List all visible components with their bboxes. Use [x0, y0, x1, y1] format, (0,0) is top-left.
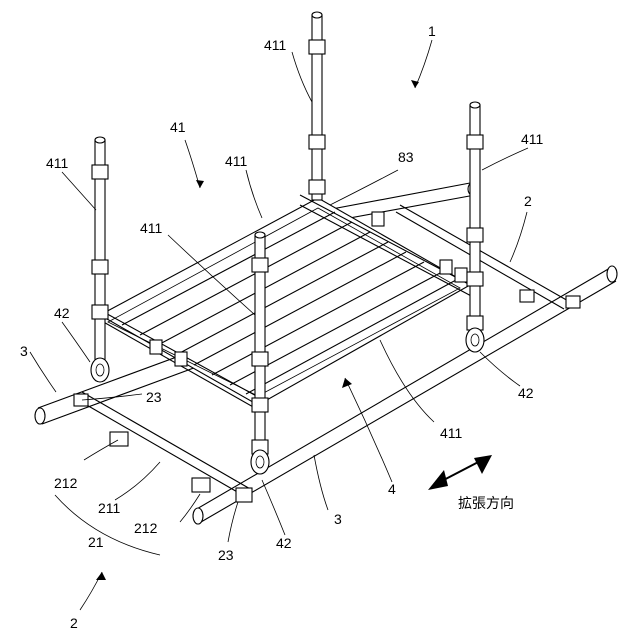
direction-arrow — [428, 455, 492, 490]
label-post-e: 411 — [140, 220, 163, 236]
label-base-b: 212 — [134, 520, 158, 536]
label-rail-front: 3 — [334, 511, 342, 527]
label-post-d: 411 — [225, 153, 248, 169]
post-right — [466, 102, 484, 352]
label-deck: 83 — [398, 149, 414, 165]
label-base-group: 21 — [88, 534, 104, 550]
post-left — [91, 137, 109, 382]
label-base-a: 212 — [54, 475, 78, 491]
label-post-b: 411 — [46, 155, 69, 171]
label-post-c: 411 — [521, 131, 544, 147]
label-frame-bottom: 2 — [70, 615, 78, 631]
label-caster-front: 42 — [276, 535, 292, 551]
label-bracket-b: 23 — [218, 547, 234, 563]
label-post-f: 411 — [440, 425, 463, 441]
base-frame — [74, 392, 252, 502]
label-assembly: 1 — [428, 23, 436, 39]
label-post-a: 411 — [264, 37, 287, 53]
label-caster-right: 42 — [518, 385, 534, 401]
label-extend-unit: 4 — [388, 481, 396, 497]
label-frame-right: 2 — [524, 193, 532, 209]
label-platform: 41 — [170, 119, 186, 135]
label-rail-left: 3 — [20, 343, 28, 359]
label-direction: 拡張方向 — [458, 496, 514, 512]
label-caster-left: 42 — [54, 305, 70, 321]
label-bracket-a: 23 — [146, 389, 162, 405]
post-front — [251, 232, 269, 474]
label-base-rod: 211 — [98, 500, 121, 516]
post-back — [309, 12, 325, 200]
